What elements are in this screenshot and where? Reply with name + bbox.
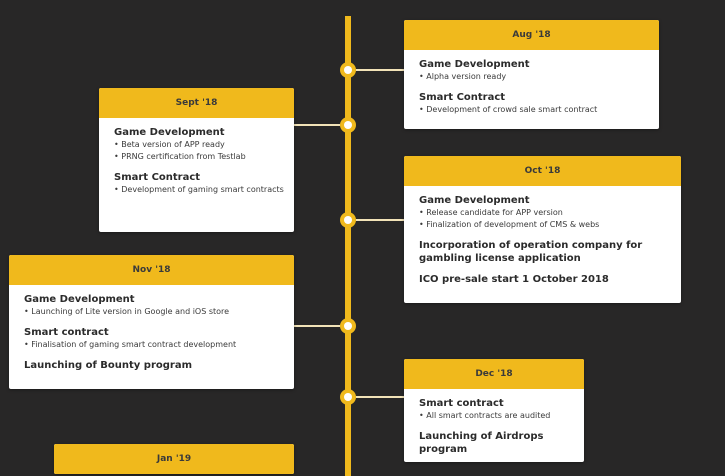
- timeline-connector: [356, 396, 404, 398]
- section-title: Smart Contract: [114, 172, 201, 183]
- milestone-card-oct-18: Oct '18 Game Development • Release candi…: [404, 156, 681, 303]
- timeline-connector: [294, 325, 340, 327]
- section-title: Smart contract: [24, 327, 109, 338]
- section-item: • All smart contracts are audited: [419, 411, 551, 420]
- section-title: Game Development: [114, 127, 225, 138]
- section-title: Launching of Bounty program: [24, 360, 193, 371]
- milestone-card-nov-18: Nov '18 Game Development • Launching of …: [9, 255, 294, 389]
- section-title: Game Development: [419, 195, 530, 206]
- timeline-node: [340, 212, 356, 228]
- section-item: • Development of crowd sale smart contra…: [419, 105, 598, 114]
- timeline-node: [340, 62, 356, 78]
- milestone-date: Nov '18: [9, 255, 294, 285]
- milestone-date: Jan '19: [54, 444, 294, 474]
- milestone-date: Sept '18: [99, 88, 294, 118]
- section-title: Incorporation of operation company for g…: [419, 240, 643, 264]
- milestone-date: Aug '18: [404, 20, 659, 50]
- section-title: Game Development: [419, 59, 530, 70]
- section-item: • Alpha version ready: [419, 72, 507, 81]
- milestone-date: Dec '18: [404, 359, 584, 389]
- timeline-connector: [356, 219, 404, 221]
- milestone-date: Oct '18: [404, 156, 681, 186]
- section-title: Smart contract: [419, 398, 504, 409]
- milestone-card-sept-18: Sept '18 Game Development • Beta version…: [99, 88, 294, 232]
- timeline-connector: [356, 69, 404, 71]
- section-item: • PRNG certification from Testlab: [114, 152, 246, 161]
- timeline-connector: [294, 124, 340, 126]
- section-title: ICO pre-sale start 1 October 2018: [419, 274, 609, 285]
- milestone-card-jan-19: Jan '19: [54, 444, 294, 474]
- timeline-node: [340, 389, 356, 405]
- timeline-axis: [345, 16, 351, 476]
- section-title: Smart Contract: [419, 92, 506, 103]
- section-item: • Beta version of APP ready: [114, 140, 225, 149]
- section-title: Launching of Airdrops program: [419, 431, 544, 455]
- timeline-node: [340, 318, 356, 334]
- section-title: Game Development: [24, 294, 135, 305]
- section-item: • Finalisation of gaming smart contract …: [24, 340, 237, 349]
- section-item: • Release candidate for APP version: [419, 208, 563, 217]
- timeline-node: [340, 117, 356, 133]
- milestone-card-dec-18: Dec '18 Smart contract • All smart contr…: [404, 359, 584, 462]
- section-item: • Finalization of development of CMS & w…: [419, 220, 600, 229]
- milestone-card-aug-18: Aug '18 Game Development • Alpha version…: [404, 20, 659, 129]
- section-item: • Launching of Lite version in Google an…: [24, 307, 230, 316]
- section-item: • Development of gaming smart contracts: [114, 185, 284, 194]
